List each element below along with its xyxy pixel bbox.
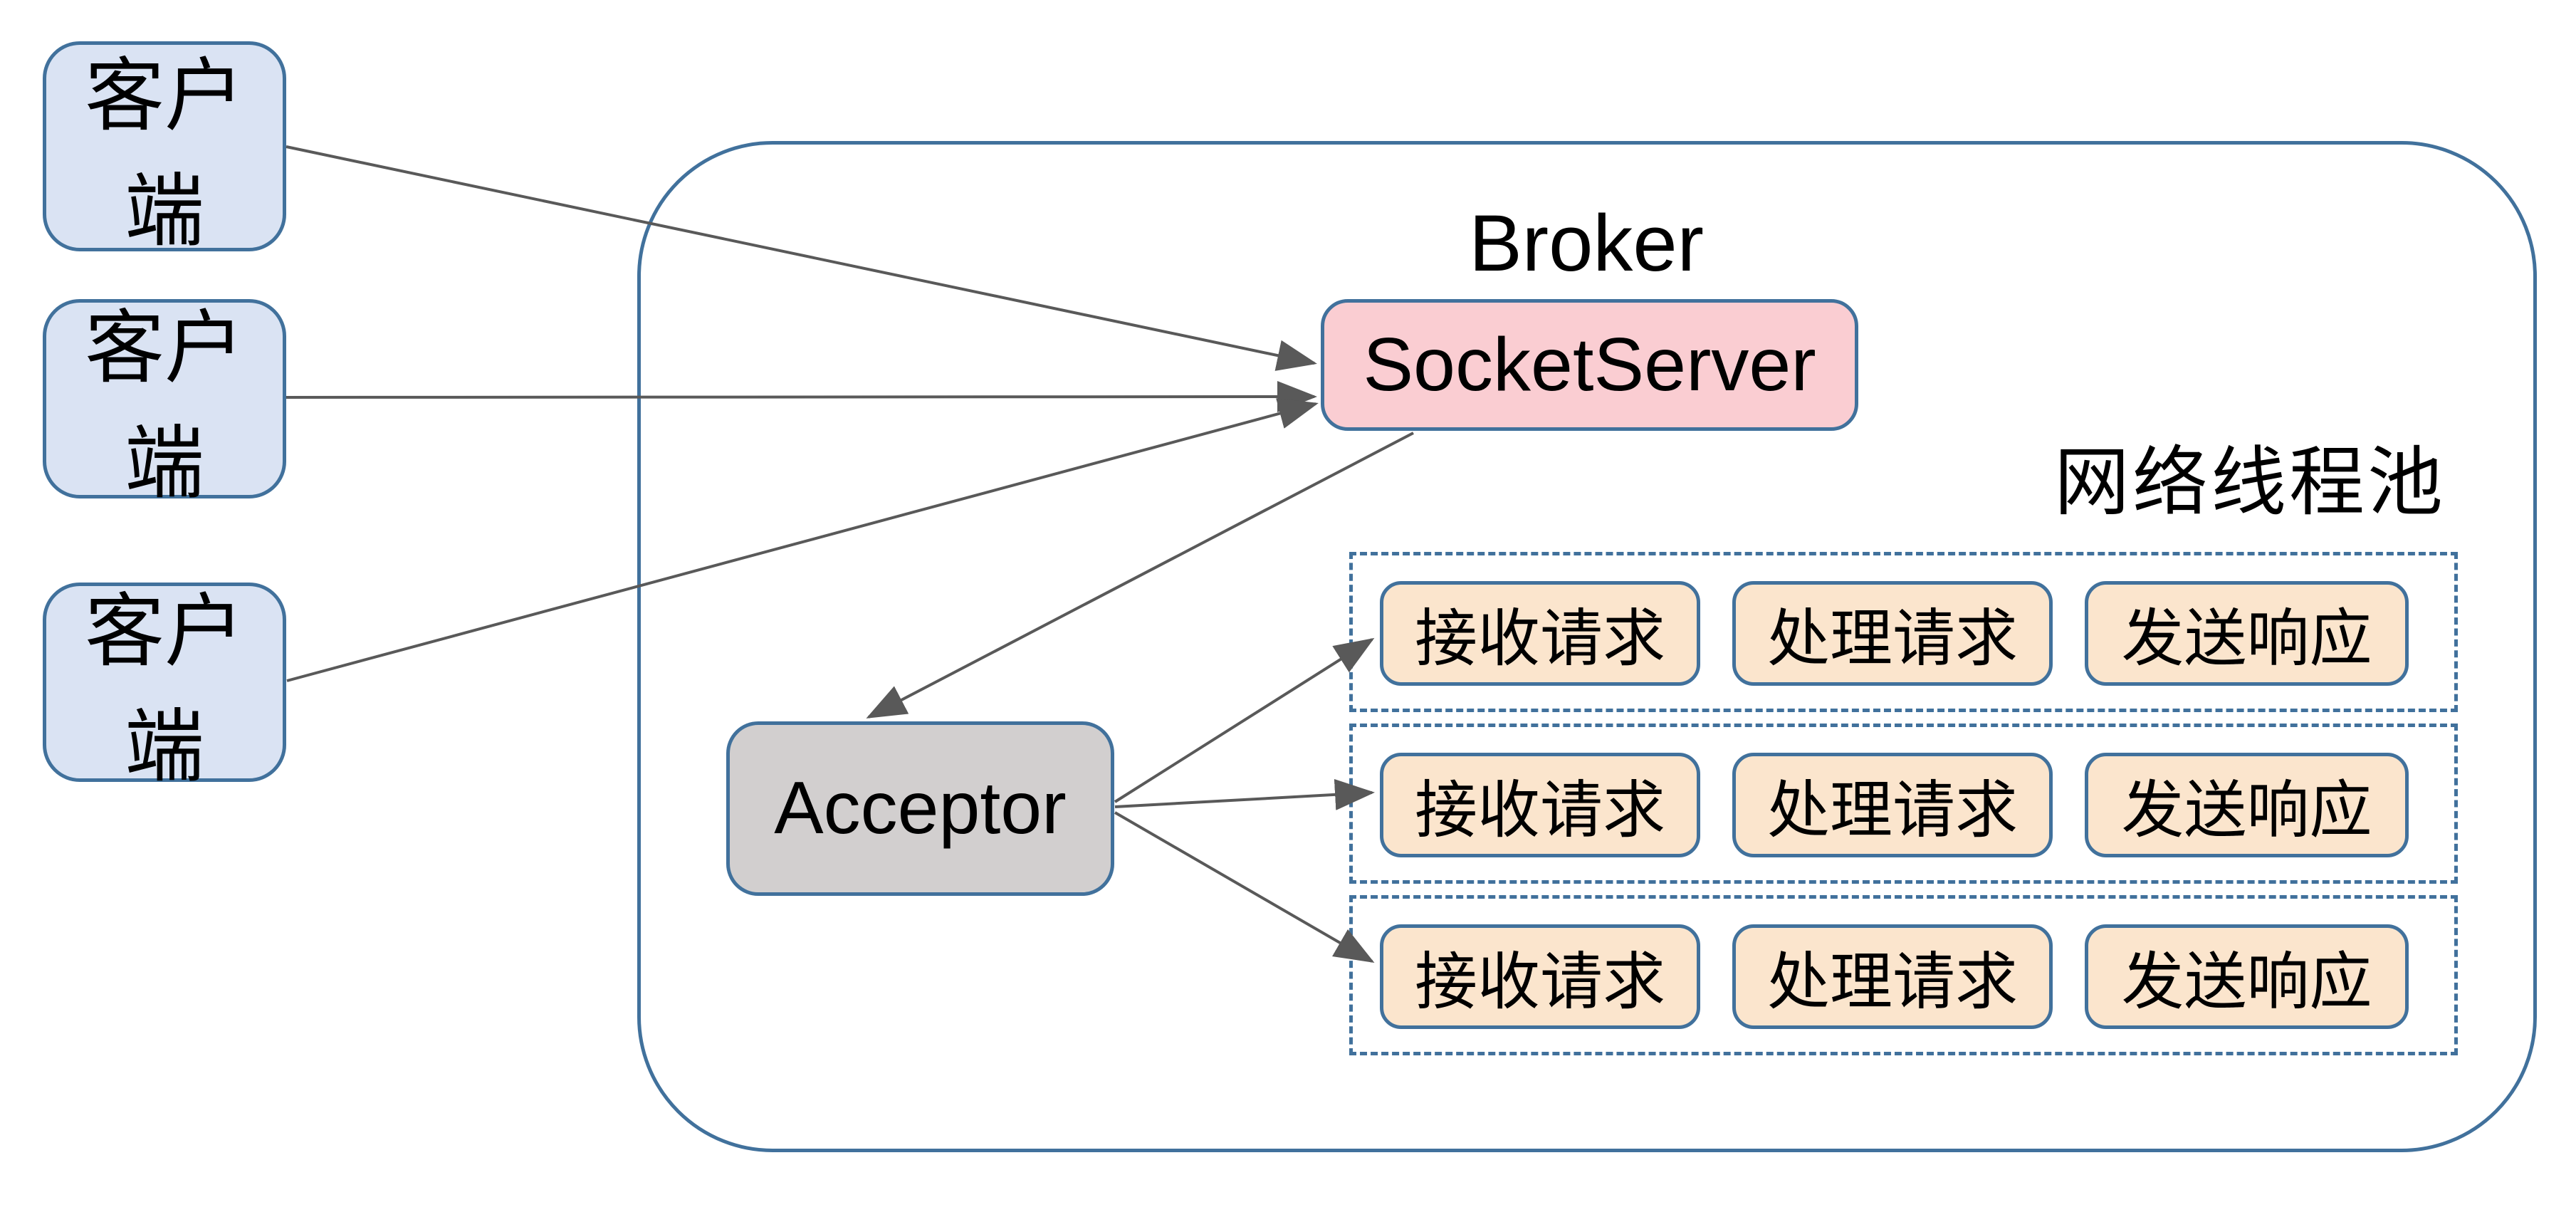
client-1-label: 客户端 [85, 51, 244, 256]
thread-label: 处理请求 [1766, 603, 2018, 674]
thread-label: 处理请求 [1766, 946, 2018, 1017]
network-thread-pool-title: 网络线程池 [2054, 441, 2446, 525]
thread-label: 发送响应 [2121, 946, 2372, 1017]
thread-label: 接收请求 [1414, 775, 1665, 845]
thread-label: 接收请求 [1414, 946, 1665, 1017]
thread-send-response: 发送响应 [2085, 581, 2409, 686]
client-3-label: 客户端 [85, 587, 244, 791]
thread-row-2: 接收请求 处理请求 发送响应 [1349, 724, 2458, 884]
thread-label: 接收请求 [1414, 603, 1665, 674]
client-box-2: 客户端 [43, 299, 286, 508]
client-2-label: 客户端 [85, 303, 244, 508]
socket-server-label: SocketServer [1363, 323, 1816, 407]
acceptor-label: Acceptor [774, 767, 1067, 850]
thread-send-response: 发送响应 [2085, 753, 2409, 857]
thread-receive-request: 接收请求 [1380, 924, 1700, 1029]
broker-title: Broker [1469, 198, 1704, 288]
thread-row-3: 接收请求 处理请求 发送响应 [1349, 895, 2458, 1055]
thread-process-request: 处理请求 [1732, 581, 2053, 686]
thread-send-response: 发送响应 [2085, 924, 2409, 1029]
socket-server-box: SocketServer [1321, 299, 1858, 431]
thread-receive-request: 接收请求 [1380, 753, 1700, 857]
thread-process-request: 处理请求 [1732, 753, 2053, 857]
thread-process-request: 处理请求 [1732, 924, 2053, 1029]
acceptor-box: Acceptor [726, 721, 1114, 896]
thread-label: 处理请求 [1766, 775, 2018, 845]
thread-label: 发送响应 [2121, 775, 2372, 845]
client-box-3: 客户端 [43, 583, 286, 791]
thread-row-1: 接收请求 处理请求 发送响应 [1349, 552, 2458, 712]
thread-label: 发送响应 [2121, 603, 2372, 674]
thread-receive-request: 接收请求 [1380, 581, 1700, 686]
client-box-1: 客户端 [43, 41, 286, 256]
